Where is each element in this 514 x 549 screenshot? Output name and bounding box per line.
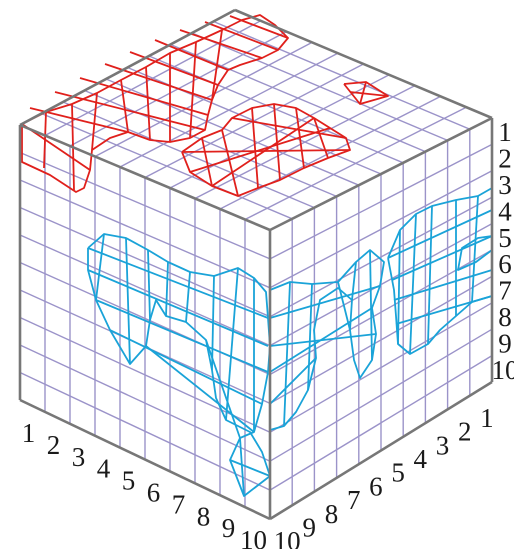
- top-face-grid-line: [148, 55, 404, 164]
- front-bottom-label: 4: [97, 454, 111, 484]
- top-face-grid-line: [144, 63, 364, 179]
- front-bottom-label: 9: [222, 513, 236, 543]
- right-face-grid-line: [269, 355, 493, 491]
- right-side-label: 4: [498, 196, 512, 226]
- front-bottom-label: 10: [240, 525, 267, 549]
- front-bottom-label: 1: [22, 418, 36, 448]
- front-face-grid-line: [19, 316, 271, 433]
- cube-edge: [269, 380, 493, 521]
- front-bottom-label: 6: [147, 477, 161, 507]
- cube-edge: [234, 8, 493, 120]
- top-region-center: [181, 103, 351, 197]
- right-side-label: 7: [498, 276, 512, 306]
- right-bottom-label: 2: [458, 417, 472, 447]
- top-region-small: [343, 81, 389, 105]
- cube-outline: [18, 8, 494, 521]
- right-face-grid-line: [269, 328, 493, 462]
- front-bottom-label: 2: [47, 430, 61, 460]
- top-face-grid-line: [191, 32, 448, 142]
- right-side-label: 1: [498, 117, 512, 147]
- right-side-label: 2: [498, 144, 512, 174]
- right-side-label: 9: [498, 328, 512, 358]
- right-region-left: [269, 249, 385, 431]
- front-region-main: [87, 233, 271, 497]
- right-region-right: [387, 187, 493, 355]
- top-face-grid-line: [170, 43, 426, 153]
- top-face-grid-line: [219, 95, 441, 210]
- front-face-grid-line: [19, 344, 271, 462]
- right-side-label: 3: [498, 170, 512, 200]
- cube-edge: [19, 398, 271, 521]
- right-side-label: 8: [498, 302, 512, 332]
- front-bottom-label: 7: [172, 489, 186, 519]
- right-bottom-label: 10: [274, 526, 301, 549]
- top-face-grid-line: [213, 20, 471, 130]
- right-bottom-label: 7: [347, 485, 361, 515]
- right-side-label: 10: [492, 355, 514, 385]
- right-side-label: 6: [498, 249, 512, 279]
- right-bottom-label: 3: [436, 430, 450, 460]
- front-face-grid-line: [19, 371, 271, 491]
- right-bottom-label: 9: [303, 513, 317, 543]
- cube-edge: [19, 8, 236, 127]
- highlighted-regions: [21, 14, 493, 497]
- front-bottom-label: 5: [122, 466, 136, 496]
- top-face-grid-line: [244, 106, 467, 221]
- grid-lines: [19, 20, 493, 508]
- right-side-label: 5: [498, 223, 512, 253]
- right-bottom-label: 6: [369, 471, 383, 501]
- right-bottom-label: 8: [325, 499, 339, 529]
- front-bottom-label: 8: [197, 501, 211, 531]
- right-bottom-label: 5: [391, 458, 405, 488]
- front-bottom-label: 3: [72, 442, 86, 472]
- right-face-grid-line: [269, 302, 493, 433]
- cube-edge: [19, 123, 271, 232]
- right-face-grid-line: [269, 249, 493, 376]
- right-bottom-label: 1: [480, 403, 494, 433]
- right-face-grid-line: [269, 275, 493, 405]
- cube-edge: [269, 116, 493, 232]
- top-face-grid-line: [194, 84, 416, 200]
- right-bottom-label: 4: [414, 444, 428, 474]
